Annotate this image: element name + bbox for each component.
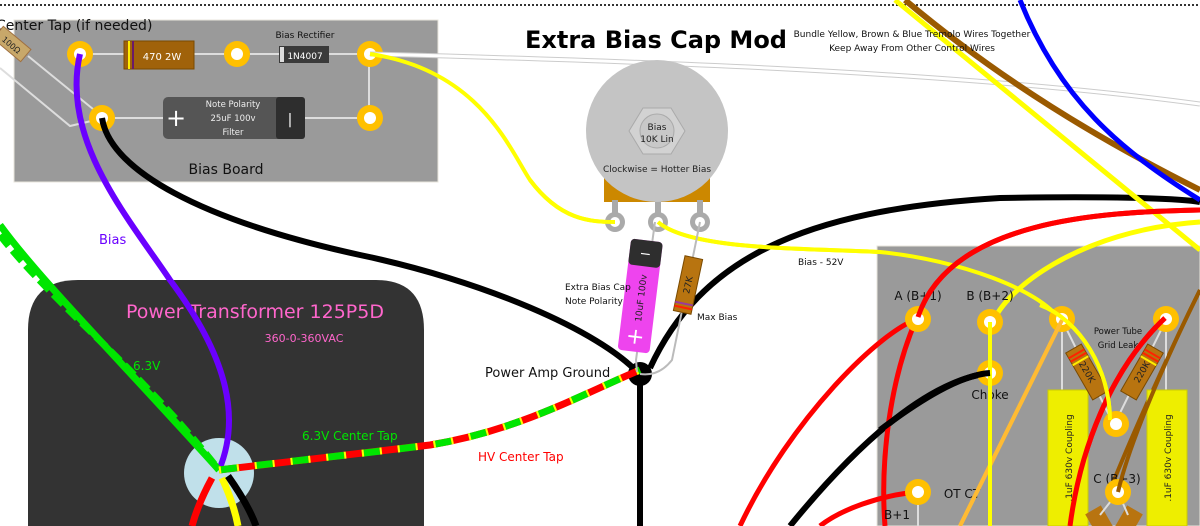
ground-wire	[99, 117, 643, 377]
resistor-470-2w: 470 2W	[123, 40, 195, 70]
max-bias-label: Max Bias	[697, 313, 738, 323]
bias-pot: Bias 10K Lin Clockwise = Hotter Bias	[586, 60, 728, 232]
svg-text:+: +	[625, 324, 646, 351]
bias-wire-label: Bias	[99, 233, 126, 248]
svg-text:25uF 100v: 25uF 100v	[210, 114, 255, 124]
page-title: Extra Bias Cap Mod	[525, 26, 787, 54]
grid-leak-label-2: Grid Leak	[1098, 341, 1139, 351]
heater-label: 6.3V	[133, 359, 161, 373]
extra-bias-cap: − + 10uF 100v	[617, 238, 663, 354]
label-c-b3: C (B+3)	[1093, 472, 1140, 486]
grid-leak-label-1: Power Tube	[1094, 327, 1142, 337]
resistor	[1085, 505, 1115, 526]
max-bias-resistor: 27K	[672, 255, 704, 315]
svg-text:1N4007: 1N4007	[287, 52, 322, 62]
rectifier-diode: 1N4007	[279, 46, 329, 63]
svg-text:Filter: Filter	[222, 128, 244, 138]
extra-cap-label-2: Note Polarity	[565, 297, 624, 307]
heater-ct-label: 6.3V Center Tap	[302, 429, 398, 443]
rectifier-title: Bias Rectifier	[275, 31, 334, 41]
label-b-b2: B (B+2)	[966, 289, 1013, 303]
coupling-cap-2: .1uF 630v Coupling	[1146, 389, 1188, 526]
note-line-1: Bundle Yellow, Brown & Blue Tremolo Wire…	[794, 30, 1031, 40]
power-board-components: A (B+1) B (B+2) Choke Power Tube Grid Le…	[884, 289, 1188, 526]
svg-text:−: −	[639, 246, 653, 263]
label-a-b1: A (B+1)	[894, 289, 941, 303]
note-line-2: Keep Away From Other Control Wires	[829, 44, 995, 54]
bias-board: Bias Board Center Tap (if needed) Bias R…	[0, 18, 439, 183]
label-b-plus-1: B+1	[884, 508, 910, 522]
svg-text:.1uF 630v Coupling: .1uF 630v Coupling	[1065, 414, 1075, 501]
bias-wire	[73, 53, 232, 472]
pot-label-1: Bias	[648, 123, 667, 133]
resistor	[1113, 505, 1143, 526]
blue-wire	[1017, 0, 1200, 203]
power-amp-ground-label: Power Amp Ground	[485, 366, 610, 381]
svg-text:|: |	[288, 112, 293, 128]
center-tap-label: Center Tap (if needed)	[0, 18, 152, 34]
bias-board-label: Bias Board	[189, 162, 264, 178]
transformer-spec: 360-0-360VAC	[265, 332, 344, 345]
hv-ct-label: HV Center Tap	[478, 450, 564, 464]
grid-leak-resistor-1: 220K	[1065, 343, 1109, 401]
filter-capacitor: + | Note Polarity 25uF 100v Filter	[163, 97, 305, 139]
svg-text:.1uF 630v Coupling: .1uF 630v Coupling	[1164, 414, 1174, 501]
eyelet-a	[905, 306, 931, 332]
center-tap-wires	[218, 366, 642, 474]
pot-label-2: 10K Lin	[640, 135, 673, 145]
svg-text:Note Polarity: Note Polarity	[206, 100, 261, 110]
eyelet-ot-ct	[905, 479, 931, 505]
pot-direction: Clockwise = Hotter Bias	[603, 165, 711, 175]
bias-voltage-label: Bias - 52V	[798, 258, 844, 268]
svg-text:+: +	[166, 104, 186, 132]
coupling-cap-1: .1uF 630v Coupling	[1047, 389, 1089, 526]
svg-text:470 2W: 470 2W	[143, 52, 182, 63]
grid-leak-resistor-2: 220K	[1120, 343, 1164, 401]
extra-cap-label-1: Extra Bias Cap	[565, 283, 631, 293]
eyelet	[357, 105, 383, 131]
heater-wires	[0, 222, 222, 473]
transformer-title: Power Transformer 125P5D	[126, 301, 384, 323]
brown-wire	[903, 0, 1200, 193]
svg-text:27K: 27K	[682, 275, 696, 295]
eyelet-bias-junction	[1103, 411, 1129, 437]
transformer-leads	[188, 473, 260, 526]
label-ot-ct: OT CT	[944, 487, 981, 501]
eyelet	[224, 41, 250, 67]
